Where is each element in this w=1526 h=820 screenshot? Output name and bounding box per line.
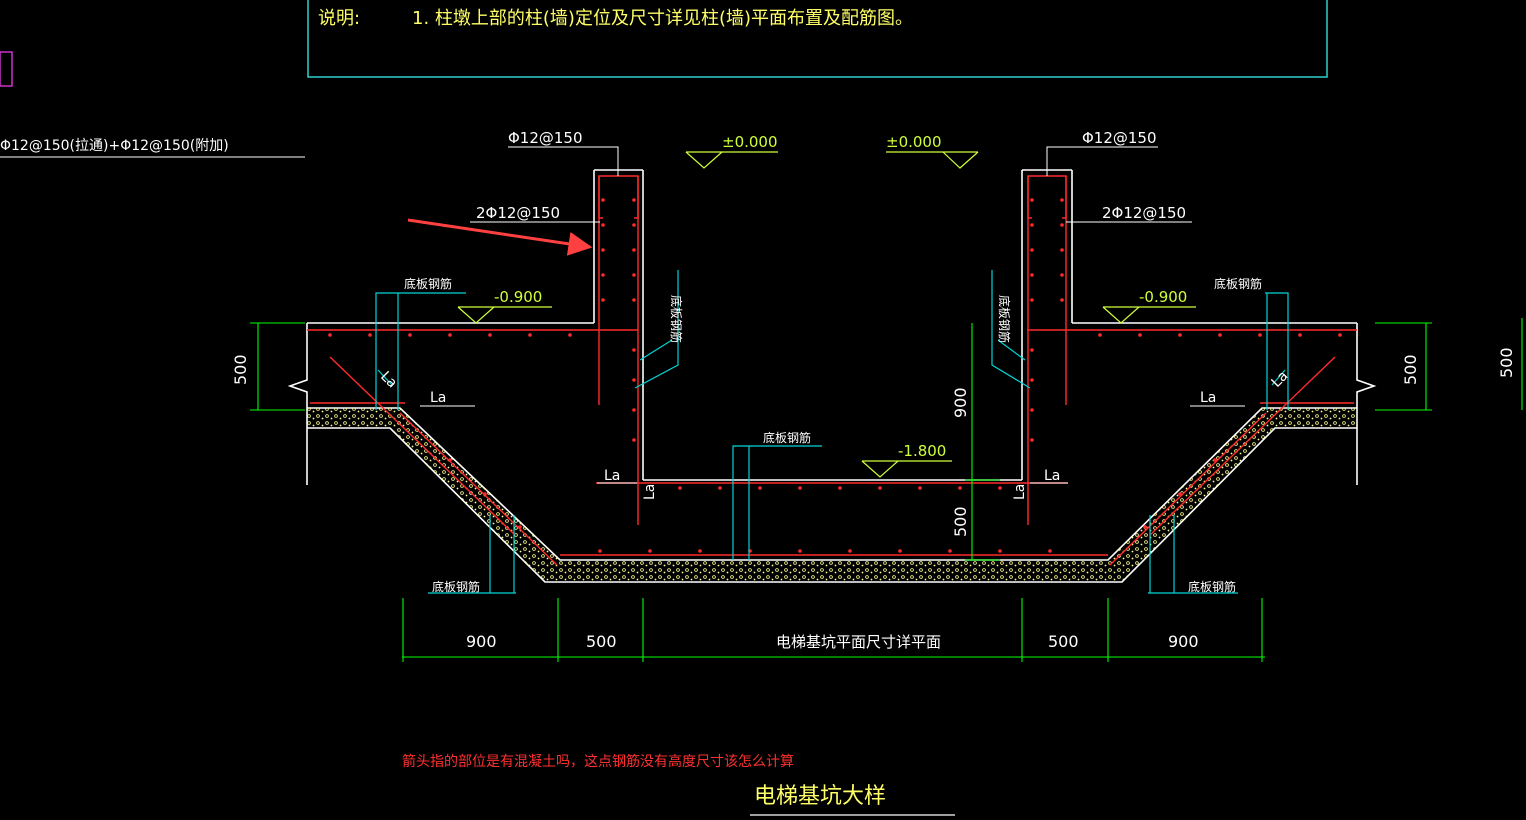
rebar-label-right-top: Φ12@150: [1082, 129, 1157, 147]
dimension-lines: [250, 318, 1523, 662]
dim-bottom-4: 900: [1168, 632, 1199, 651]
elevation-right-top: ±0.000: [886, 133, 942, 151]
dim-left-height: 500: [231, 354, 250, 385]
bottom-bar-label-vert-right: 底板钢筋: [997, 295, 1012, 343]
blinding-layer: [307, 408, 1357, 582]
left-rebar-spec: Φ12@150(拉通)+Φ12@150(附加): [0, 138, 229, 154]
annotation-arrow: [407, 218, 593, 256]
rebar-label-left-top: Φ12@150: [508, 129, 583, 147]
rebars: [307, 175, 1357, 566]
elevation-pit-bottom: -1.800: [898, 442, 946, 460]
elevation-left-slab: -0.900: [494, 288, 542, 306]
elevation-left-top: ±0.000: [722, 133, 778, 151]
note-box: 说明: 1. 柱墩上部的柱(墙)定位及尺寸详见柱(墙)平面布置及配筋图。: [307, 0, 1328, 78]
label-leaders: [420, 146, 1245, 484]
la-label-vert-left: La: [642, 484, 658, 500]
dim-far-right-height: 500: [1497, 347, 1516, 378]
elevation-markers: [457, 151, 1196, 478]
concrete-outline: [287, 169, 1377, 583]
drawing-title-group: 电梯基坑大样: [750, 784, 955, 816]
bottom-bar-label-lower-right: 底板钢筋: [1188, 579, 1236, 594]
dim-bottom-2: 电梯基坑平面尺寸详平面: [776, 633, 941, 651]
note-label: 说明:: [318, 8, 360, 29]
question-annotation: 箭头指的部位是有混凝土吗，这点钢筋没有高度尺寸该怎么计算: [402, 753, 794, 770]
dim-bottom-0: 900: [466, 632, 497, 651]
dim-bottom-1: 500: [586, 632, 617, 651]
dim-pit-depth: 900: [951, 387, 970, 418]
dim-bottom-thickness: 500: [951, 506, 970, 537]
dim-bottom-3: 500: [1048, 632, 1079, 651]
bottom-bar-label-vert-left: 底板钢筋: [669, 295, 684, 343]
drawing-title: 电梯基坑大样: [754, 784, 886, 809]
dim-right-height: 500: [1401, 354, 1420, 385]
note-item: 1. 柱墩上部的柱(墙)定位及尺寸详见柱(墙)平面布置及配筋图。: [412, 8, 913, 29]
left-partial: Φ12@150(拉通)+Φ12@150(附加): [0, 51, 305, 158]
la-label-bottom-right: La: [1044, 468, 1060, 484]
rebar-label-left-mid: 2Φ12@150: [476, 204, 560, 222]
la-label-right: La: [1200, 390, 1216, 406]
bottom-bar-label-center: 底板钢筋: [763, 430, 811, 445]
la-label-vert-right: La: [1012, 484, 1028, 500]
elevation-right-slab: -0.900: [1139, 288, 1187, 306]
rebar-label-right-mid: 2Φ12@150: [1102, 204, 1186, 222]
rebar-dots: [328, 198, 1342, 553]
bottom-bar-label-left: 底板钢筋: [404, 276, 452, 291]
bottom-bar-label-lower-left: 底板钢筋: [432, 579, 480, 594]
leaders: [375, 270, 1289, 594]
la-label-left: La: [430, 390, 446, 406]
la-label-bottom-left: La: [604, 468, 620, 484]
bottom-bar-label-right: 底板钢筋: [1214, 276, 1262, 291]
